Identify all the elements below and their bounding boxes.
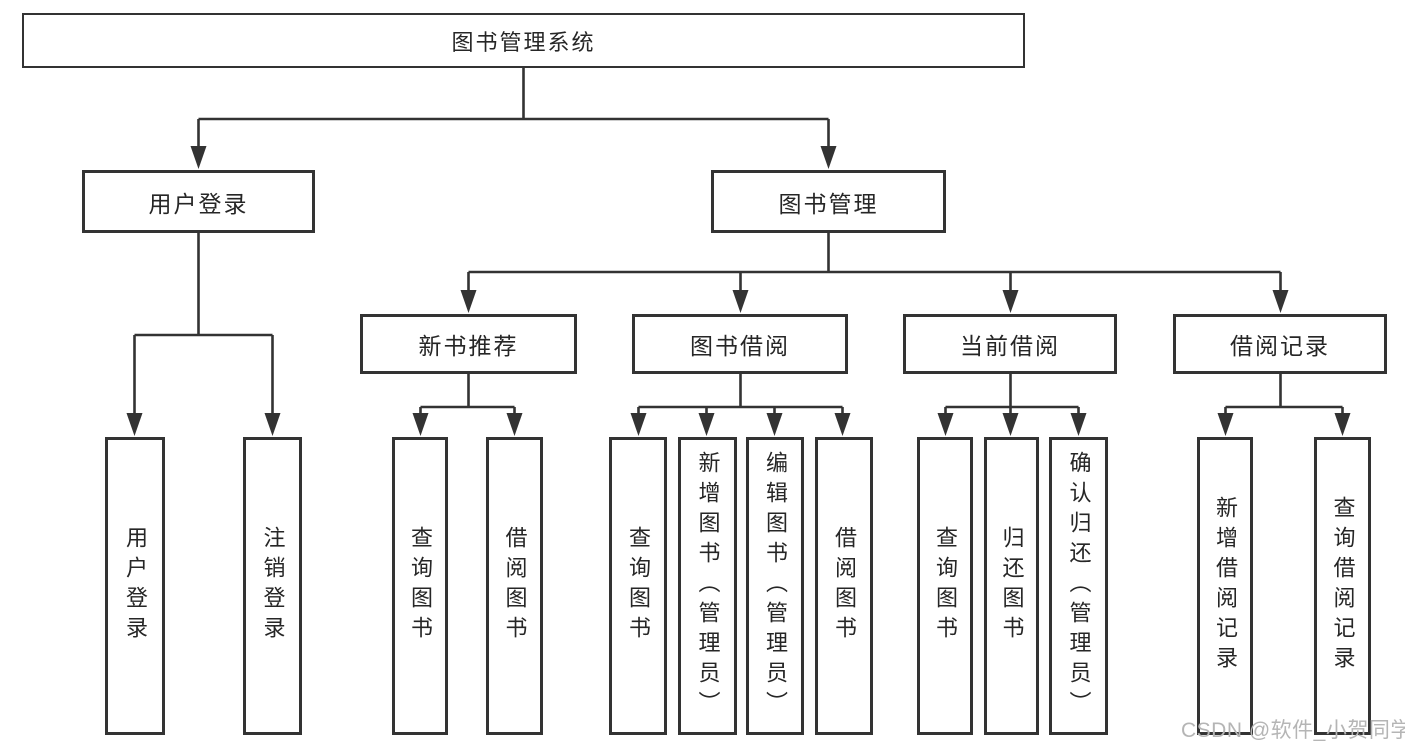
node-new-book-recommend: 新书推荐: [360, 314, 577, 374]
leaf-query-books-1: 查询图书: [392, 437, 448, 735]
leaf-label: 查询图书: [933, 526, 958, 646]
leaf-label: 查询图书: [626, 526, 651, 646]
leaf-label: 编辑图书（管理员）: [763, 451, 788, 721]
leaf-label: 注销登录: [260, 526, 286, 646]
leaf-query-books-2: 查询图书: [609, 437, 667, 735]
leaf-query-borrow-record: 查询借阅记录: [1314, 437, 1371, 735]
leaf-confirm-return-admin: 确认归还（管理员）: [1049, 437, 1108, 735]
leaf-edit-books-admin: 编辑图书（管理员）: [746, 437, 804, 735]
leaf-label: 查询图书: [408, 526, 433, 646]
node-current-borrowing: 当前借阅: [903, 314, 1117, 374]
leaf-borrow-books-2: 借阅图书: [815, 437, 873, 735]
leaf-return-books: 归还图书: [984, 437, 1039, 735]
leaf-label: 新增借阅记录: [1213, 496, 1238, 676]
node-root-system: 图书管理系统: [22, 13, 1025, 68]
leaf-label: 查询借阅记录: [1330, 496, 1356, 676]
node-user-login: 用户登录: [82, 170, 315, 233]
leaf-label: 用户登录: [123, 526, 148, 646]
leaf-label: 归还图书: [999, 526, 1025, 646]
node-book-management: 图书管理: [711, 170, 946, 233]
csdn-watermark: CSDN @软件_小贺同学: [1181, 719, 1405, 742]
leaf-logout: 注销登录: [243, 437, 302, 735]
leaf-label: 新增图书（管理员）: [695, 451, 721, 721]
leaf-user-login: 用户登录: [105, 437, 165, 735]
leaf-label: 确认归还（管理员）: [1066, 451, 1092, 721]
leaf-add-books-admin: 新增图书（管理员）: [678, 437, 737, 735]
leaf-label: 借阅图书: [832, 526, 857, 646]
node-book-borrowing: 图书借阅: [632, 314, 848, 374]
leaf-add-borrow-record: 新增借阅记录: [1197, 437, 1253, 735]
node-borrowing-records: 借阅记录: [1173, 314, 1387, 374]
leaf-query-books-3: 查询图书: [917, 437, 973, 735]
leaf-label: 借阅图书: [502, 526, 528, 646]
leaf-borrow-books-1: 借阅图书: [486, 437, 543, 735]
